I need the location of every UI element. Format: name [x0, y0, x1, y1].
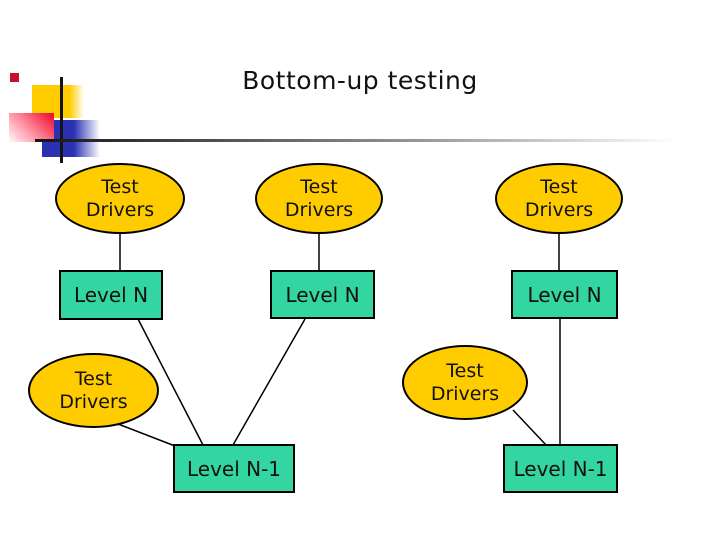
test-drivers-label: Test Drivers — [59, 367, 128, 413]
test-drivers-ellipse: Test Drivers — [255, 163, 383, 234]
level-n-label: Level N — [527, 282, 602, 307]
level-n-label: Level N — [73, 283, 149, 307]
level-n-box: Level N — [59, 270, 163, 320]
slide-title: Bottom-up testing — [242, 66, 478, 95]
decor-small-red-square — [10, 73, 19, 82]
test-drivers-label: Test Drivers — [284, 175, 354, 221]
level-n1-label: Level N-1 — [513, 456, 608, 481]
connector-leveln2-levelnm1c — [232, 318, 306, 446]
decor-yellow-square — [32, 85, 84, 118]
test-drivers-label: Test Drivers — [524, 175, 594, 221]
test-drivers-ellipse: Test Drivers — [495, 163, 623, 234]
level-n-box: Level N — [511, 270, 618, 319]
test-drivers-ellipse: Test Drivers — [55, 163, 185, 234]
decor-red-square — [9, 113, 54, 142]
level-n1-label: Level N-1 — [186, 456, 282, 481]
test-drivers-ellipse: Test Drivers — [28, 353, 159, 428]
level-n-label: Level N — [285, 282, 360, 307]
connector-driver5-levelnm1r — [512, 409, 548, 447]
test-drivers-label: Test Drivers — [85, 175, 155, 221]
level-n1-box: Level N-1 — [503, 444, 618, 493]
decor-vertical-line — [60, 77, 63, 163]
level-n-box: Level N — [270, 270, 375, 319]
level-n1-box: Level N-1 — [173, 444, 295, 493]
connector-driver4-levelnm1c — [117, 423, 176, 447]
decor-horizontal-rule — [35, 139, 690, 142]
test-drivers-label: Test Drivers — [430, 359, 500, 405]
test-drivers-ellipse: Test Drivers — [402, 345, 528, 420]
